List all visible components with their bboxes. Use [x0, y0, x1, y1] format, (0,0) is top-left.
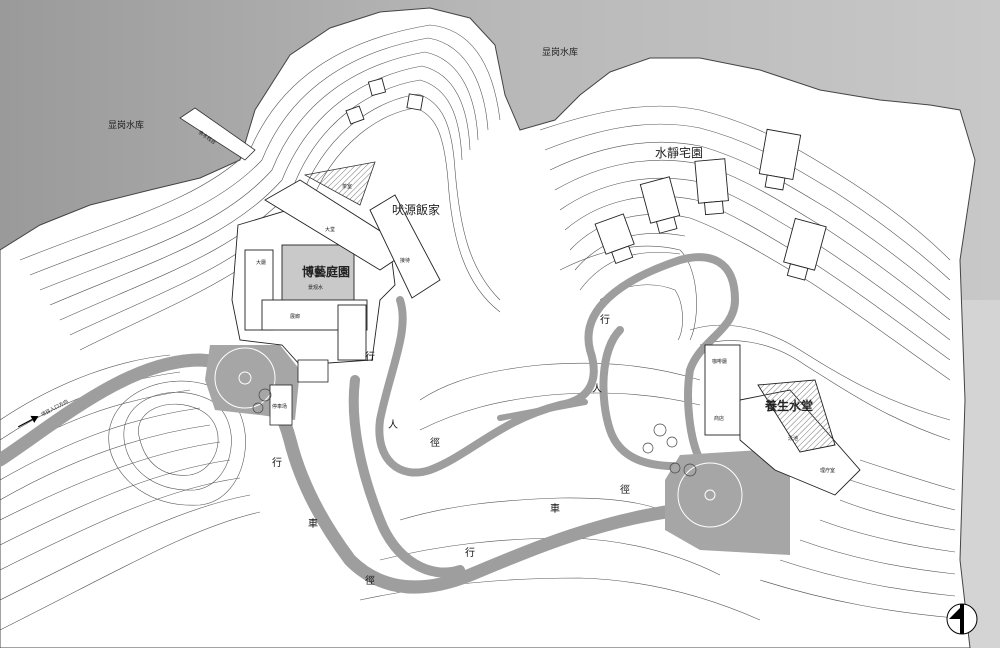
- path-char-che-1: 車: [308, 517, 318, 530]
- villa-1: [594, 213, 635, 265]
- north-arrow-icon: [946, 603, 978, 635]
- lobby-label: 大堂: [325, 226, 335, 233]
- path-char-che-2: 車: [550, 502, 560, 515]
- courtyard-label: 博藝庭園: [302, 264, 350, 279]
- path-char-ren-1: 人: [388, 419, 398, 431]
- reception-label: 接待: [400, 257, 410, 264]
- path-char-ren-2: 人: [592, 383, 602, 395]
- east-loop: [599, 326, 704, 471]
- reservoir-label-top: 显岗水库: [542, 46, 578, 58]
- path-char-xing-1: 行: [600, 313, 610, 326]
- pool-label: 泳池: [788, 435, 798, 442]
- path-char-jing-1: 徑: [430, 436, 440, 449]
- path-char-xing-2: 行: [365, 350, 375, 363]
- spa-pool: [757, 379, 836, 453]
- parking-label: 停車场: [272, 403, 287, 410]
- treatment-label: 理疗室: [820, 467, 835, 474]
- path-char-jing-2: 徑: [365, 574, 375, 587]
- east-roundabout: [677, 462, 743, 528]
- arrow-right-icon: [30, 415, 39, 423]
- courtyard-complex: [231, 179, 441, 366]
- pier: 亲水栈台: [179, 107, 256, 161]
- west-roundabout: [214, 347, 276, 409]
- parking-building: [269, 359, 329, 426]
- upper-road-loop: [348, 375, 465, 578]
- roads: [0, 253, 757, 594]
- pavilion-label: 茶室: [342, 183, 352, 190]
- main-vehicle-road: [0, 353, 757, 594]
- reservoir-scene-label: 景观水: [308, 284, 323, 291]
- restaurant-label: 吠源飯家: [392, 202, 440, 217]
- villa-5: [783, 217, 827, 281]
- hatched-pavilion: [303, 161, 376, 206]
- hill-cabins: [345, 77, 424, 125]
- spa-label: 養生水堂: [764, 398, 813, 413]
- villa-2: [639, 176, 681, 234]
- pedestrian-bridge: [497, 399, 588, 421]
- east-plaza: [665, 450, 790, 555]
- path-char-jing-3: 徑: [620, 483, 630, 496]
- villas-label: 水靜宅園: [655, 145, 703, 160]
- spa-complex: [704, 344, 861, 496]
- cafe-label: 咖啡廳: [712, 358, 727, 365]
- reservoir-label-left: 显岗水库: [108, 119, 144, 131]
- path-char-xing-4: 行: [465, 546, 475, 559]
- hall-label: 大廳: [256, 259, 266, 266]
- villas: [594, 128, 827, 281]
- pedestrian-path: [375, 253, 739, 477]
- gallery-label: 展廊: [290, 313, 300, 320]
- villa-3: [694, 158, 729, 216]
- trees: [252, 388, 697, 477]
- store-label: 商店: [714, 415, 724, 422]
- path-char-xing-3: 行: [272, 456, 282, 469]
- villa-4: [758, 128, 802, 191]
